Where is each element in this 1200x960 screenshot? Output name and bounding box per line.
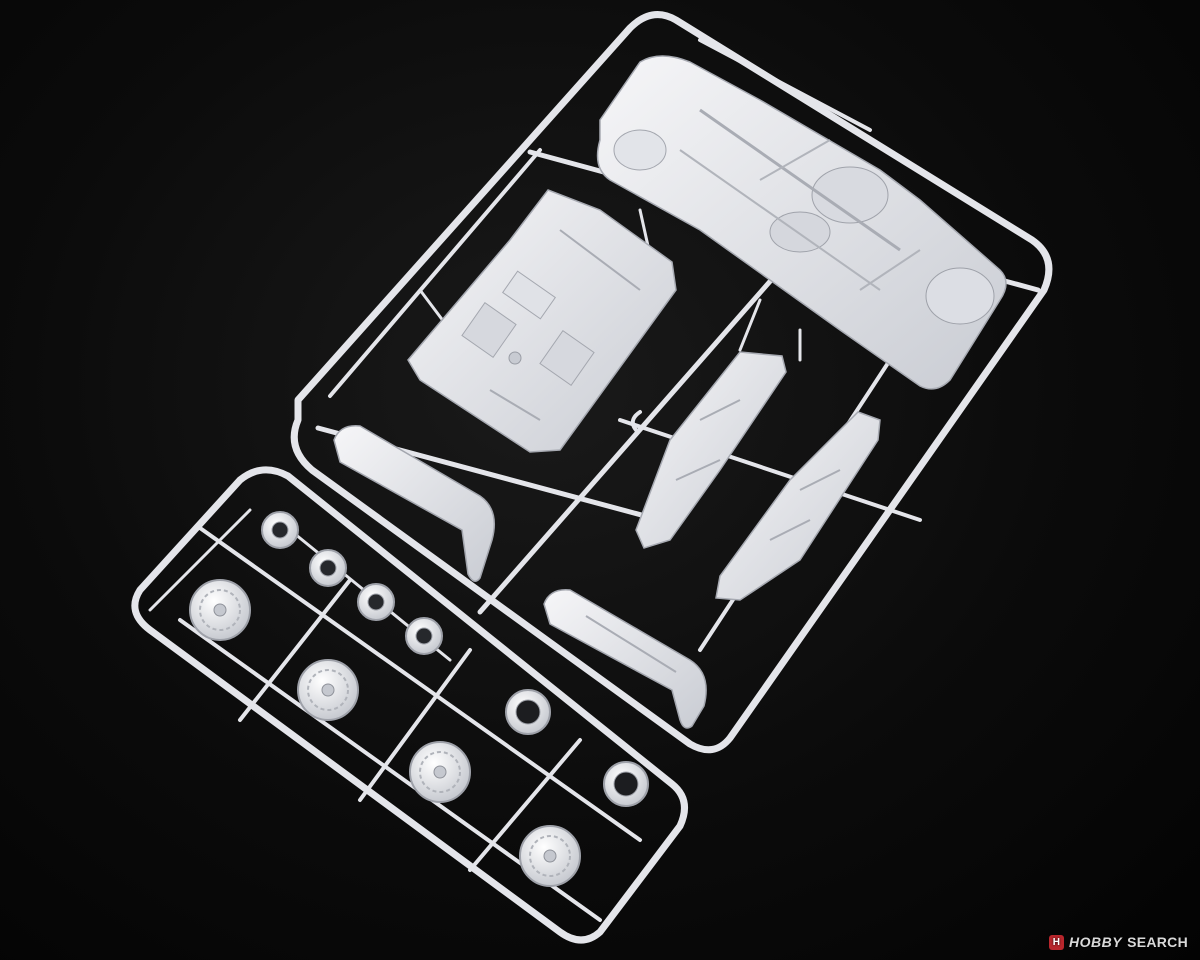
side-panel-right-part	[715, 411, 881, 601]
wheel-sprue-frame	[131, 466, 688, 944]
rear-bumper-part	[333, 425, 495, 582]
hub-ring	[603, 761, 649, 807]
watermark-search-text: SEARCH	[1127, 934, 1188, 950]
front-bumper-part	[543, 589, 707, 729]
hub-rings	[261, 511, 649, 807]
chassis-floor-part	[596, 55, 1007, 390]
hobby-search-watermark: H HOBBY SEARCH	[1049, 934, 1188, 950]
interior-floor-part	[407, 189, 677, 453]
wheel-rim	[409, 741, 471, 803]
hub-ring	[261, 511, 299, 549]
wheel-rim	[297, 659, 359, 721]
wheel-rim	[189, 579, 251, 641]
wheel-rim	[519, 825, 581, 887]
hub-ring	[309, 549, 347, 587]
hub-ring	[505, 689, 551, 735]
hub-ring	[357, 583, 395, 621]
wheel-rims	[189, 579, 581, 887]
hub-ring	[405, 617, 443, 655]
watermark-hobby-text: HOBBY	[1069, 934, 1123, 950]
side-panel-left-part	[635, 351, 787, 549]
hobby-search-logo-icon: H	[1049, 934, 1065, 950]
